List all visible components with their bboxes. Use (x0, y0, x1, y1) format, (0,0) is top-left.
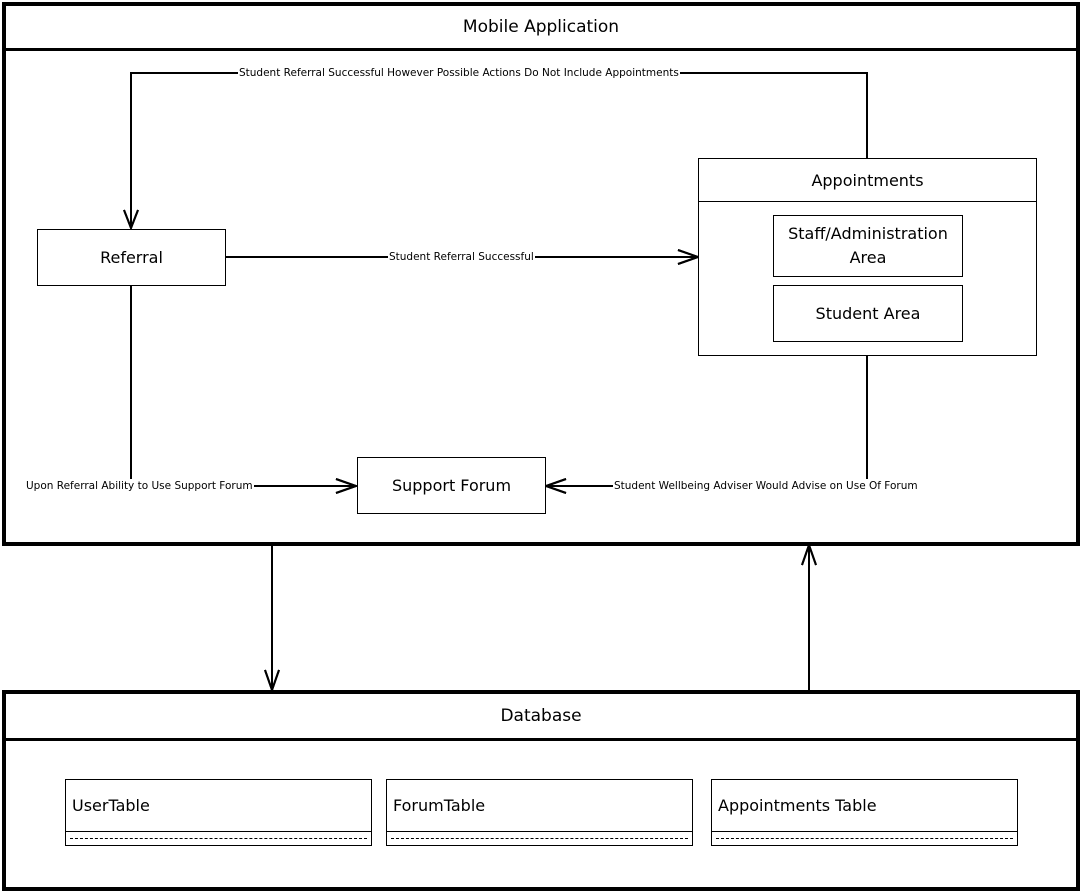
edge-label-referral-to-appointments: Student Referral Successful (388, 250, 535, 264)
mobile-application-title: Mobile Application (6, 6, 1076, 51)
table-name: ForumTable (387, 780, 692, 832)
database-title: Database (6, 694, 1076, 741)
edge-label-appointments-to-forum: Student Wellbeing Adviser Would Advise o… (613, 479, 919, 493)
student-area-box[interactable]: Student Area (773, 285, 963, 342)
table-name: Appointments Table (712, 780, 1017, 832)
support-forum-box[interactable]: Support Forum (357, 457, 546, 514)
table-separator (391, 838, 688, 839)
table-appointments[interactable]: Appointments Table (711, 779, 1018, 846)
staff-administration-area-box[interactable]: Staff/Administration Area (773, 215, 963, 277)
student-area-label: Student Area (815, 303, 921, 323)
referral-box[interactable]: Referral (37, 229, 226, 286)
table-separator (716, 838, 1013, 839)
table-forum[interactable]: ForumTable (386, 779, 693, 846)
support-forum-label: Support Forum (391, 475, 512, 495)
table-name: UserTable (66, 780, 371, 832)
table-separator (70, 838, 367, 839)
appointments-title: Appointments (699, 159, 1036, 202)
staff-administration-area-label: Staff/Administration Area (788, 224, 948, 267)
edge-label-referral-to-forum: Upon Referral Ability to Use Support For… (25, 479, 254, 493)
edge-label-appointments-to-referral: Student Referral Successful However Poss… (238, 66, 680, 80)
referral-label: Referral (100, 247, 163, 267)
mobile-application-frame: Mobile Application (2, 2, 1080, 546)
table-user[interactable]: UserTable (65, 779, 372, 846)
